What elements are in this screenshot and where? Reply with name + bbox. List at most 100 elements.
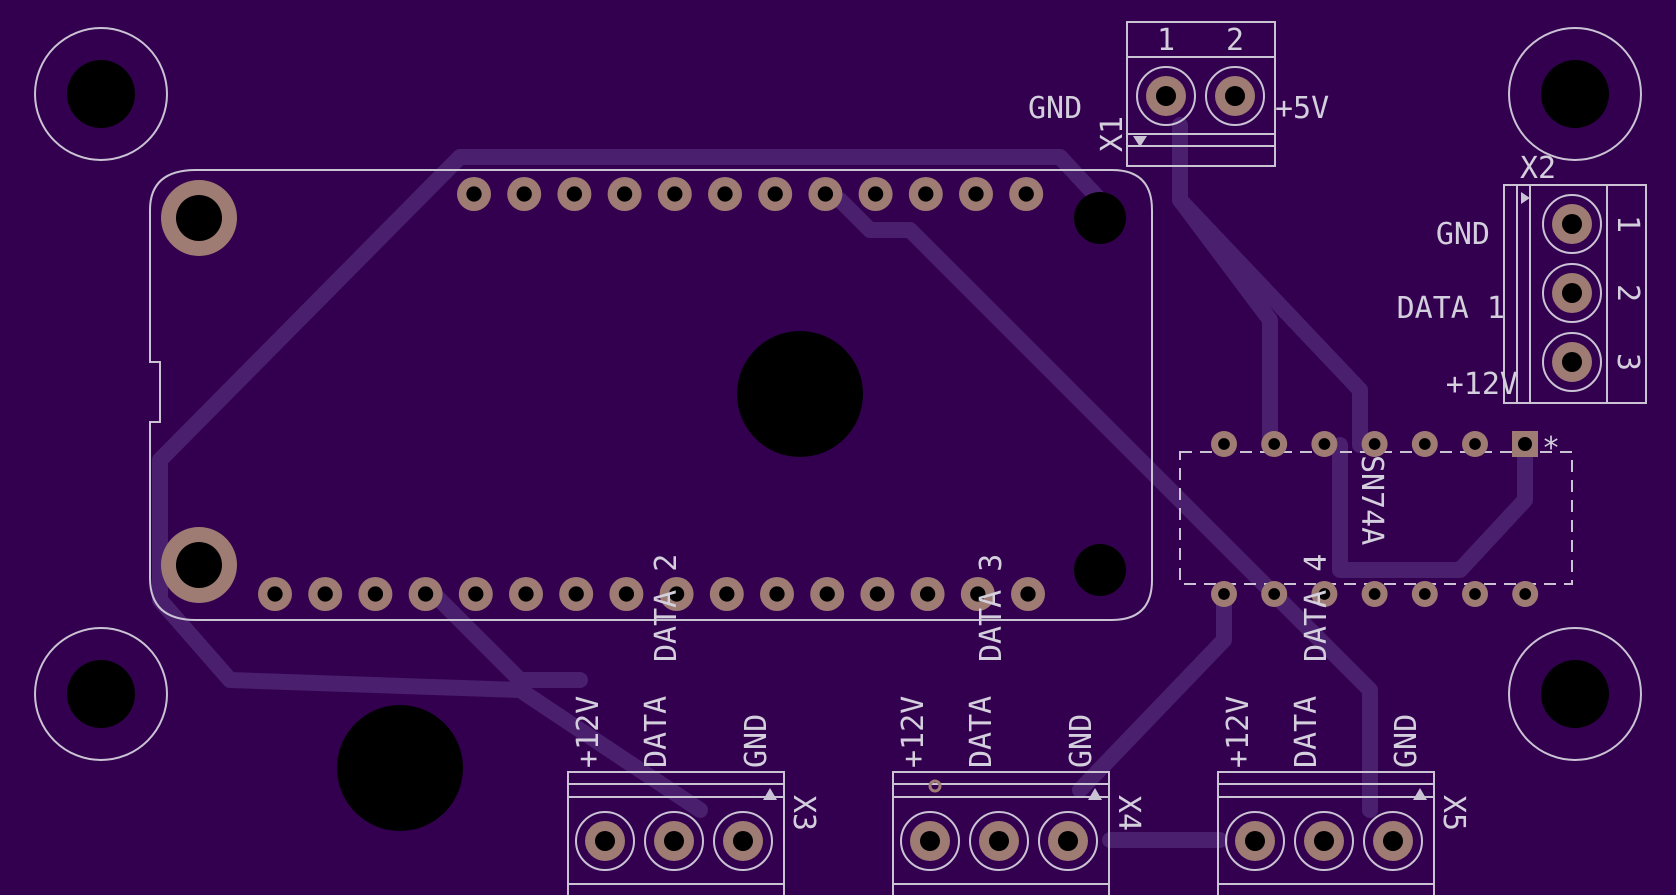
mcu-bottom-pin xyxy=(960,577,995,611)
x3-ref: X3 xyxy=(786,795,821,831)
mcu-bottom-pin xyxy=(358,577,393,611)
x5-label-gnd: GND xyxy=(1389,714,1424,768)
mcu-drill-top-right xyxy=(1074,192,1126,244)
ic-bottom-pin xyxy=(1361,581,1388,607)
x4-pin1-marker xyxy=(1088,788,1102,800)
mcu-top-pin xyxy=(858,177,893,211)
x4-ref: X4 xyxy=(1111,795,1146,831)
mcu-bottom-pin xyxy=(1011,577,1045,611)
mcu-drill-bottom-right xyxy=(1074,544,1126,596)
mcu-bottom-pin xyxy=(910,577,945,611)
ic-top-pin xyxy=(1311,431,1338,457)
x1-ref: X1 xyxy=(1095,116,1130,152)
ic-top-pins xyxy=(1211,431,1488,457)
ic-bottom-pin xyxy=(1211,581,1237,607)
mcu-bottom-pin xyxy=(408,577,443,611)
mcu-bottom-pin xyxy=(659,577,694,611)
trace-ic-pin1-loop xyxy=(1332,437,1533,578)
mcu-top-pin xyxy=(808,177,843,211)
x2-label-3: +12V xyxy=(1446,367,1518,402)
ic-sn74a: * SN74A xyxy=(1179,431,1573,607)
x2-label-1: GND xyxy=(1436,217,1490,252)
mcu-top-pin xyxy=(457,177,491,211)
ic-bottom-pin xyxy=(1512,581,1539,607)
drill-center xyxy=(737,331,863,457)
connector-x1: 1 2 GND +5V X1 xyxy=(1028,21,1329,167)
mcu-top-pin xyxy=(657,177,692,211)
ic-top-pin xyxy=(1211,431,1237,457)
x3-label-12v: +12V xyxy=(571,696,606,768)
x5-ref: X5 xyxy=(1436,795,1471,831)
mcu-top-pin xyxy=(959,177,993,211)
mcu-top-pin xyxy=(1009,177,1044,211)
trace-ic-right xyxy=(1172,192,1368,453)
connector-x2: X2 GND DATA 1 +12V 1 2 3 xyxy=(1397,151,1647,404)
trace-outer-ring xyxy=(152,149,1108,818)
mcu-top-pin xyxy=(607,177,642,211)
ic-bottom-pins xyxy=(1211,581,1539,607)
mcu-bottom-header xyxy=(258,577,1045,611)
mcu-bottom-pin xyxy=(609,577,644,611)
x1-label-right: +5V xyxy=(1275,91,1329,126)
ic-bottom-pin xyxy=(1411,581,1438,607)
x4-label-12v: +12V xyxy=(896,696,931,768)
x4-via xyxy=(928,779,942,793)
mounting-hole-bottom-left xyxy=(34,627,168,761)
trace-mcu-to-ic xyxy=(832,192,1378,818)
mcu-bottom-pin xyxy=(258,577,292,611)
mcu-bottom-pin xyxy=(810,577,845,611)
x3-title: DATA 2 xyxy=(649,554,684,662)
x4-label-gnd: GND xyxy=(1064,714,1099,768)
mcu-bottom-pin xyxy=(308,577,343,611)
x2-label-2: DATA 1 xyxy=(1397,291,1505,326)
mcu-bottom-pin xyxy=(559,577,594,611)
x1-pin-number-1: 1 xyxy=(1157,23,1175,58)
ic-top-pin xyxy=(1462,431,1488,457)
ic-pin1-marker: * xyxy=(1542,431,1560,466)
trace-ic-bottom-to-x4 xyxy=(1072,587,1232,798)
x1-pin1-marker xyxy=(1133,136,1147,147)
mcu-top-pin xyxy=(908,177,943,211)
ic-top-pin xyxy=(1411,431,1438,457)
x4-label-data: DATA xyxy=(964,696,999,768)
mcu-bottom-pin xyxy=(760,577,794,611)
mcu-bottom-pin xyxy=(709,577,744,611)
ic-bottom-pin xyxy=(1261,581,1288,607)
trace-x1-to-ic xyxy=(1172,117,1278,453)
x2-pin-number-2: 2 xyxy=(1610,284,1645,302)
x2-ref: X2 xyxy=(1520,151,1556,186)
mcu-top-pin xyxy=(758,177,793,211)
x5-label-12v: +12V xyxy=(1221,696,1256,768)
ic-label: SN74A xyxy=(1354,455,1389,545)
ic-top-pin xyxy=(1261,431,1288,457)
x1-label-left: GND xyxy=(1028,91,1082,126)
ic-top-pin xyxy=(1361,431,1388,457)
x5-pin1-marker xyxy=(1413,788,1427,800)
x2-pin-number-3: 3 xyxy=(1610,353,1645,371)
mounting-hole-top-left xyxy=(34,27,168,161)
x3-label-data: DATA xyxy=(639,696,674,768)
mcu-top-pin xyxy=(708,177,742,211)
x5-label-data: DATA xyxy=(1289,696,1324,768)
mcu-bottom-pin xyxy=(458,577,493,611)
x3-label-gnd: GND xyxy=(739,714,774,768)
drill-bottom-left xyxy=(337,705,463,831)
mounting-hole-top-right xyxy=(1508,27,1642,161)
ic-bottom-pin xyxy=(1311,581,1338,607)
mounting-hole-bottom-right xyxy=(1508,627,1642,761)
x3-pin1-marker xyxy=(763,788,777,800)
mcu-top-pin xyxy=(507,177,542,211)
x1-pin-number-2: 2 xyxy=(1226,23,1244,58)
x2-pin-number-1: 1 xyxy=(1610,215,1645,233)
mcu-top-pin xyxy=(557,177,592,211)
mcu-module-footprint xyxy=(149,169,1153,621)
mcu-top-header xyxy=(457,177,1044,211)
ic-bottom-pin xyxy=(1462,581,1488,607)
mcu-bottom-pin xyxy=(860,577,895,611)
x2-pin1-marker xyxy=(1521,192,1530,204)
connector-x3: +12V DATA GND DATA 2 X3 xyxy=(567,554,821,895)
